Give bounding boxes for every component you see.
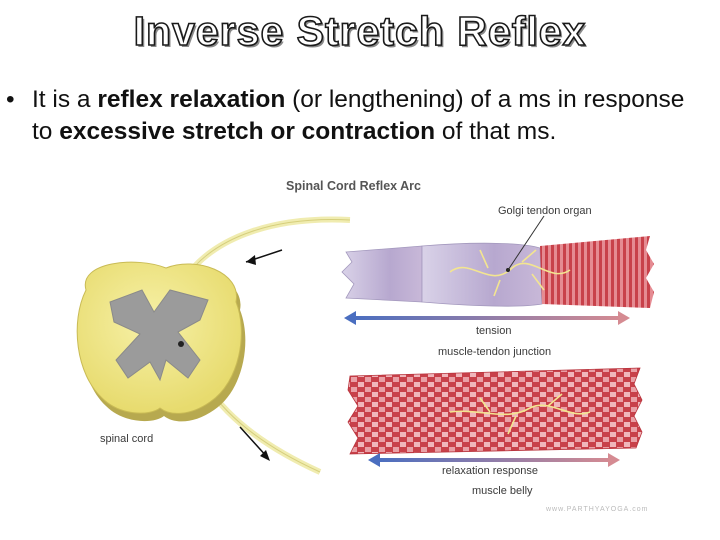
- figure-title: Spinal Cord Reflex Arc: [286, 179, 421, 193]
- muscle-belly-illustration: [347, 367, 643, 455]
- label-relaxation-response: relaxation response: [442, 465, 538, 477]
- slide-title: Inverse Stretch Reflex: [133, 7, 587, 55]
- watermark: www.PARTHYAYOGA.com: [545, 506, 649, 513]
- tension-double-arrow-icon: [344, 311, 630, 325]
- muscle-tendon-junction-illustration: [341, 215, 654, 308]
- bullet-bold-reflex-relaxation: reflex relaxation: [97, 86, 286, 113]
- synapse-dot: [178, 341, 184, 347]
- label-golgi-tendon-organ: Golgi tendon organ: [498, 205, 592, 217]
- spinal-cord-cross-section: [76, 261, 246, 422]
- bullet-marker: •: [6, 86, 15, 113]
- reflex-arc-figure: Spinal Cord Reflex Arc spinal cord Gol: [50, 172, 690, 532]
- grey-matter: [109, 289, 209, 382]
- bullet-text: It is a reflex relaxation (or lengthenin…: [32, 84, 706, 148]
- bullet-bold-excessive-stretch: excessive stretch or contraction: [59, 118, 436, 145]
- golgi-nerve-branches: [449, 249, 571, 297]
- efferent-arrow-icon: [239, 426, 270, 461]
- bullet-list: • It is a reflex relaxation (or lengthen…: [6, 84, 706, 148]
- afferent-arrow-icon: [245, 249, 283, 265]
- bullet-text-part: of that ms.: [435, 118, 557, 145]
- label-muscle-tendon-junction: muscle-tendon junction: [438, 346, 551, 358]
- bullet-text-part: (or lengthening) of a ms in response to: [32, 86, 685, 145]
- reflex-arc-diagram: Spinal Cord Reflex Arc spinal cord Gol: [76, 179, 654, 513]
- belly-nerve-branches: [449, 393, 591, 435]
- label-muscle-belly: muscle belly: [472, 485, 533, 497]
- label-spinal-cord: spinal cord: [100, 433, 153, 445]
- golgi-pointer-line: [507, 215, 545, 271]
- bullet-text-part: It is a: [32, 86, 98, 113]
- relaxation-double-arrow-icon: [368, 453, 620, 467]
- bullet-item: • It is a reflex relaxation (or lengthen…: [6, 84, 706, 148]
- label-tension: tension: [476, 325, 511, 337]
